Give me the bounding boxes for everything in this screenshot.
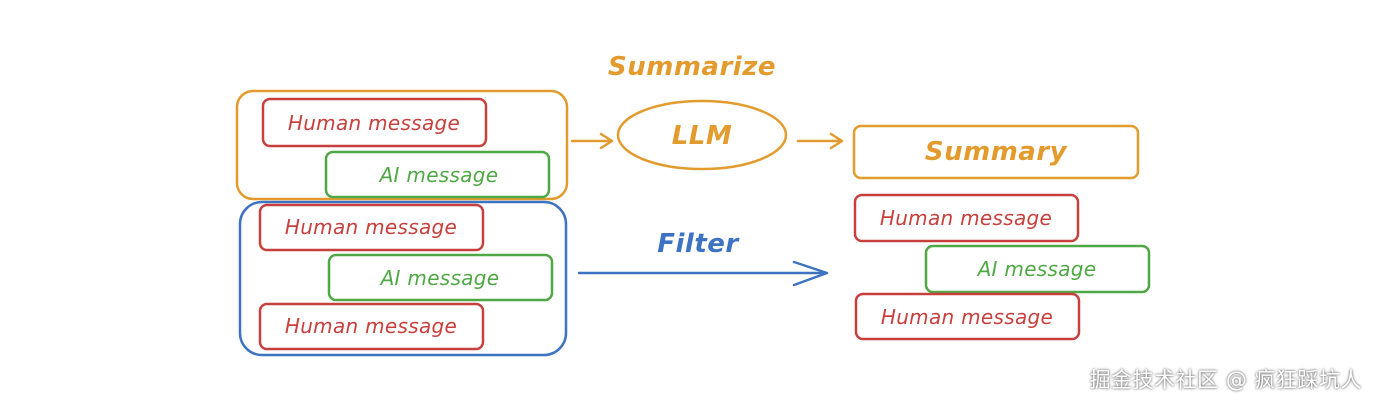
human-message-box [853, 193, 1080, 243]
llm-label: LLM [672, 121, 733, 151]
ai-message-label: AI message [379, 266, 500, 290]
human-message-box [258, 203, 485, 252]
filter-label: Filter [657, 229, 740, 259]
summary-label: Summary [925, 137, 1068, 167]
filter-group-box [238, 200, 568, 357]
llm-node [616, 99, 788, 171]
human-message-label: Human message [881, 305, 1053, 329]
ai-message-label: AI message [976, 257, 1097, 281]
arrow-right-icon [577, 260, 829, 287]
human-message-box [854, 292, 1081, 341]
ai-message-box [924, 244, 1151, 294]
ai-message-box [327, 253, 554, 302]
summarize-label: Summarize [608, 52, 776, 82]
ai-message-label: AI message [378, 163, 499, 187]
summarize-group-box [235, 89, 569, 201]
watermark: 掘金技术社区 @ 疯狂踩坑人 [1089, 368, 1362, 392]
ai-message-box [324, 150, 551, 199]
human-message-label: Human message [880, 206, 1052, 230]
arrow-right-icon [570, 132, 614, 150]
human-message-label: Human message [288, 111, 460, 135]
summary-box [852, 124, 1140, 180]
human-message-box [258, 302, 485, 351]
human-message-label: Human message [285, 314, 457, 338]
human-message-label: Human message [285, 215, 457, 239]
arrow-right-icon [796, 132, 844, 150]
human-message-box [261, 97, 488, 148]
